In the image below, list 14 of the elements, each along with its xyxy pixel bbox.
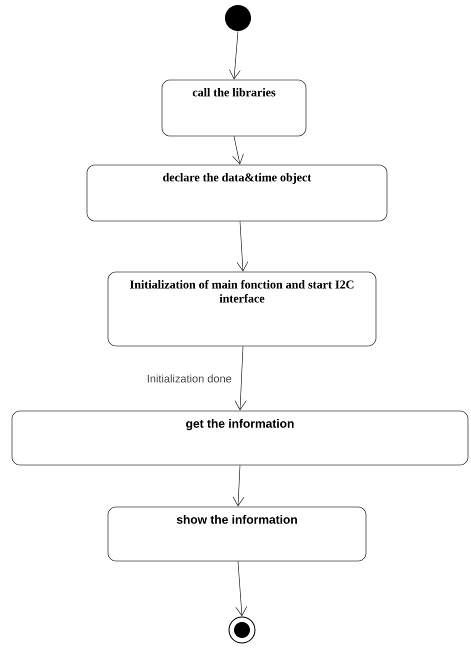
arrow [236, 221, 248, 272]
activity-box: declare the data&time object [86, 164, 388, 222]
activity-box: show the information [108, 506, 366, 562]
activity-box: get the information [12, 410, 468, 466]
arrow [232, 465, 244, 507]
arrow [232, 136, 244, 165]
final-node [228, 616, 256, 644]
arrow [234, 346, 246, 411]
start-node [225, 5, 251, 31]
activity-box: call the libraries [162, 80, 306, 136]
edge-label: Initialization done [146, 373, 233, 384]
arrow [228, 30, 241, 80]
activity-box: Initialization of main fonction and start I2C interface [108, 272, 376, 346]
arrow [235, 561, 248, 616]
